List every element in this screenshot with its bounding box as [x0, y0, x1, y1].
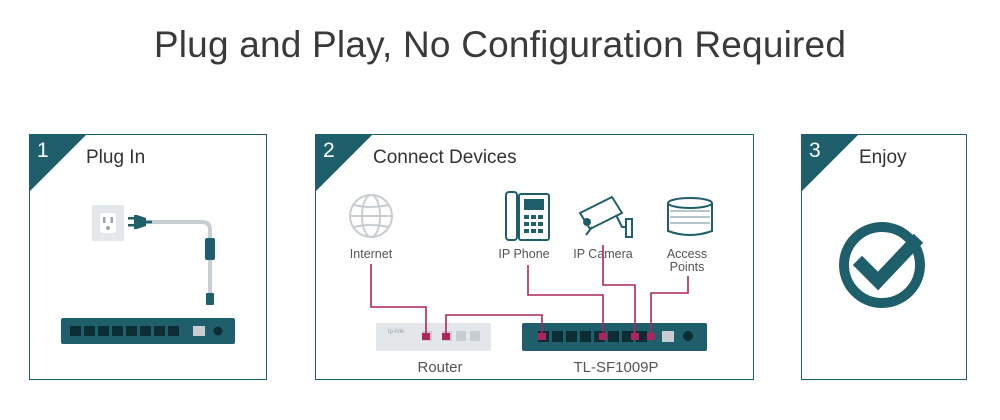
cable-connectors — [422, 333, 655, 340]
panel-corner — [315, 134, 373, 192]
enjoy-illustration — [839, 222, 925, 308]
access-points-label-2: Points — [670, 260, 705, 274]
router-label: Router — [417, 359, 462, 376]
step-number: 2 — [323, 139, 335, 162]
panel-enjoy: 3 Enjoy — [801, 134, 967, 380]
step-number: 3 — [809, 139, 821, 162]
page-title: Plug and Play, No Configuration Required — [153, 24, 847, 65]
ip-phone-icon — [505, 191, 550, 241]
ip-phone-label: IP Phone — [498, 247, 549, 261]
access-points-label-1: Access — [667, 247, 707, 261]
power-cable — [152, 220, 212, 240]
panel-plug-in: 1 Plug In — [29, 134, 267, 380]
globe-icon — [349, 194, 393, 238]
outlet-icon — [92, 205, 124, 241]
access-point-icon — [667, 197, 713, 236]
panel-title: Connect Devices — [373, 147, 517, 168]
panel-connect-devices: 2 Connect Devices Internet IP Phone — [315, 134, 754, 380]
panel-title: Plug In — [86, 147, 146, 168]
network-cables — [370, 245, 689, 336]
checkmark-icon — [839, 222, 925, 308]
connect-devices-illustration: Internet IP Phone IP Camera — [349, 191, 713, 376]
panel-corner — [801, 134, 859, 192]
ip-camera-icon — [578, 195, 633, 238]
switch-label: TL-SF1009P — [573, 359, 658, 376]
step-number: 1 — [37, 139, 49, 162]
switch-icon — [61, 318, 235, 344]
plug-in-illustration — [61, 205, 235, 344]
ferrite-bead — [205, 238, 215, 260]
switch-icon — [522, 323, 707, 351]
internet-label: Internet — [350, 247, 393, 261]
power-plug-icon — [128, 215, 152, 229]
panel-corner — [29, 134, 87, 192]
router-brand: tp-link — [388, 329, 405, 335]
panel-title: Enjoy — [859, 147, 907, 168]
router-icon: tp-link — [376, 323, 491, 351]
